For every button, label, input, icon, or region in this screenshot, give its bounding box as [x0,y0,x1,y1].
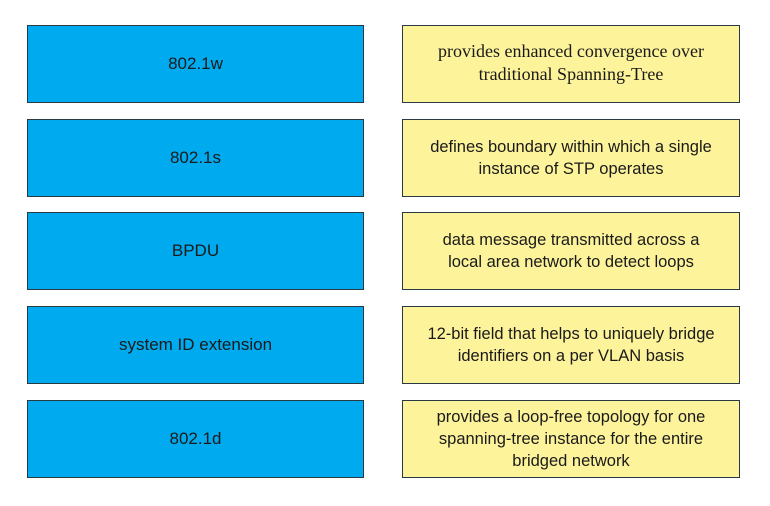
term-label: BPDU [171,241,220,260]
term-label: 802.1d [169,429,222,448]
term-label: system ID extension [118,335,273,354]
description-box-5[interactable]: provides a loop-free topology for one sp… [402,400,740,478]
term-label: 802.1s [169,148,222,167]
description-text: provides enhanced convergence over tradi… [437,41,705,84]
description-box-1[interactable]: provides enhanced convergence over tradi… [402,25,740,103]
description-text: provides a loop-free topology for one sp… [436,408,706,470]
description-box-4[interactable]: 12-bit field that helps to uniquely brid… [402,306,740,384]
term-box-bpdu[interactable]: BPDU [27,212,364,290]
description-box-3[interactable]: data message transmitted across a local … [402,212,740,290]
description-text: 12-bit field that helps to uniquely brid… [427,325,715,365]
term-box-802-1d[interactable]: 802.1d [27,400,364,478]
description-text: defines boundary within which a single i… [430,138,712,178]
term-box-802-1s[interactable]: 802.1s [27,119,364,197]
term-label: 802.1w [168,54,223,73]
term-box-802-1w[interactable]: 802.1w [27,25,364,103]
description-text: data message transmitted across a local … [442,231,700,271]
description-box-2[interactable]: defines boundary within which a single i… [402,119,740,197]
term-box-system-id-extension[interactable]: system ID extension [27,306,364,384]
